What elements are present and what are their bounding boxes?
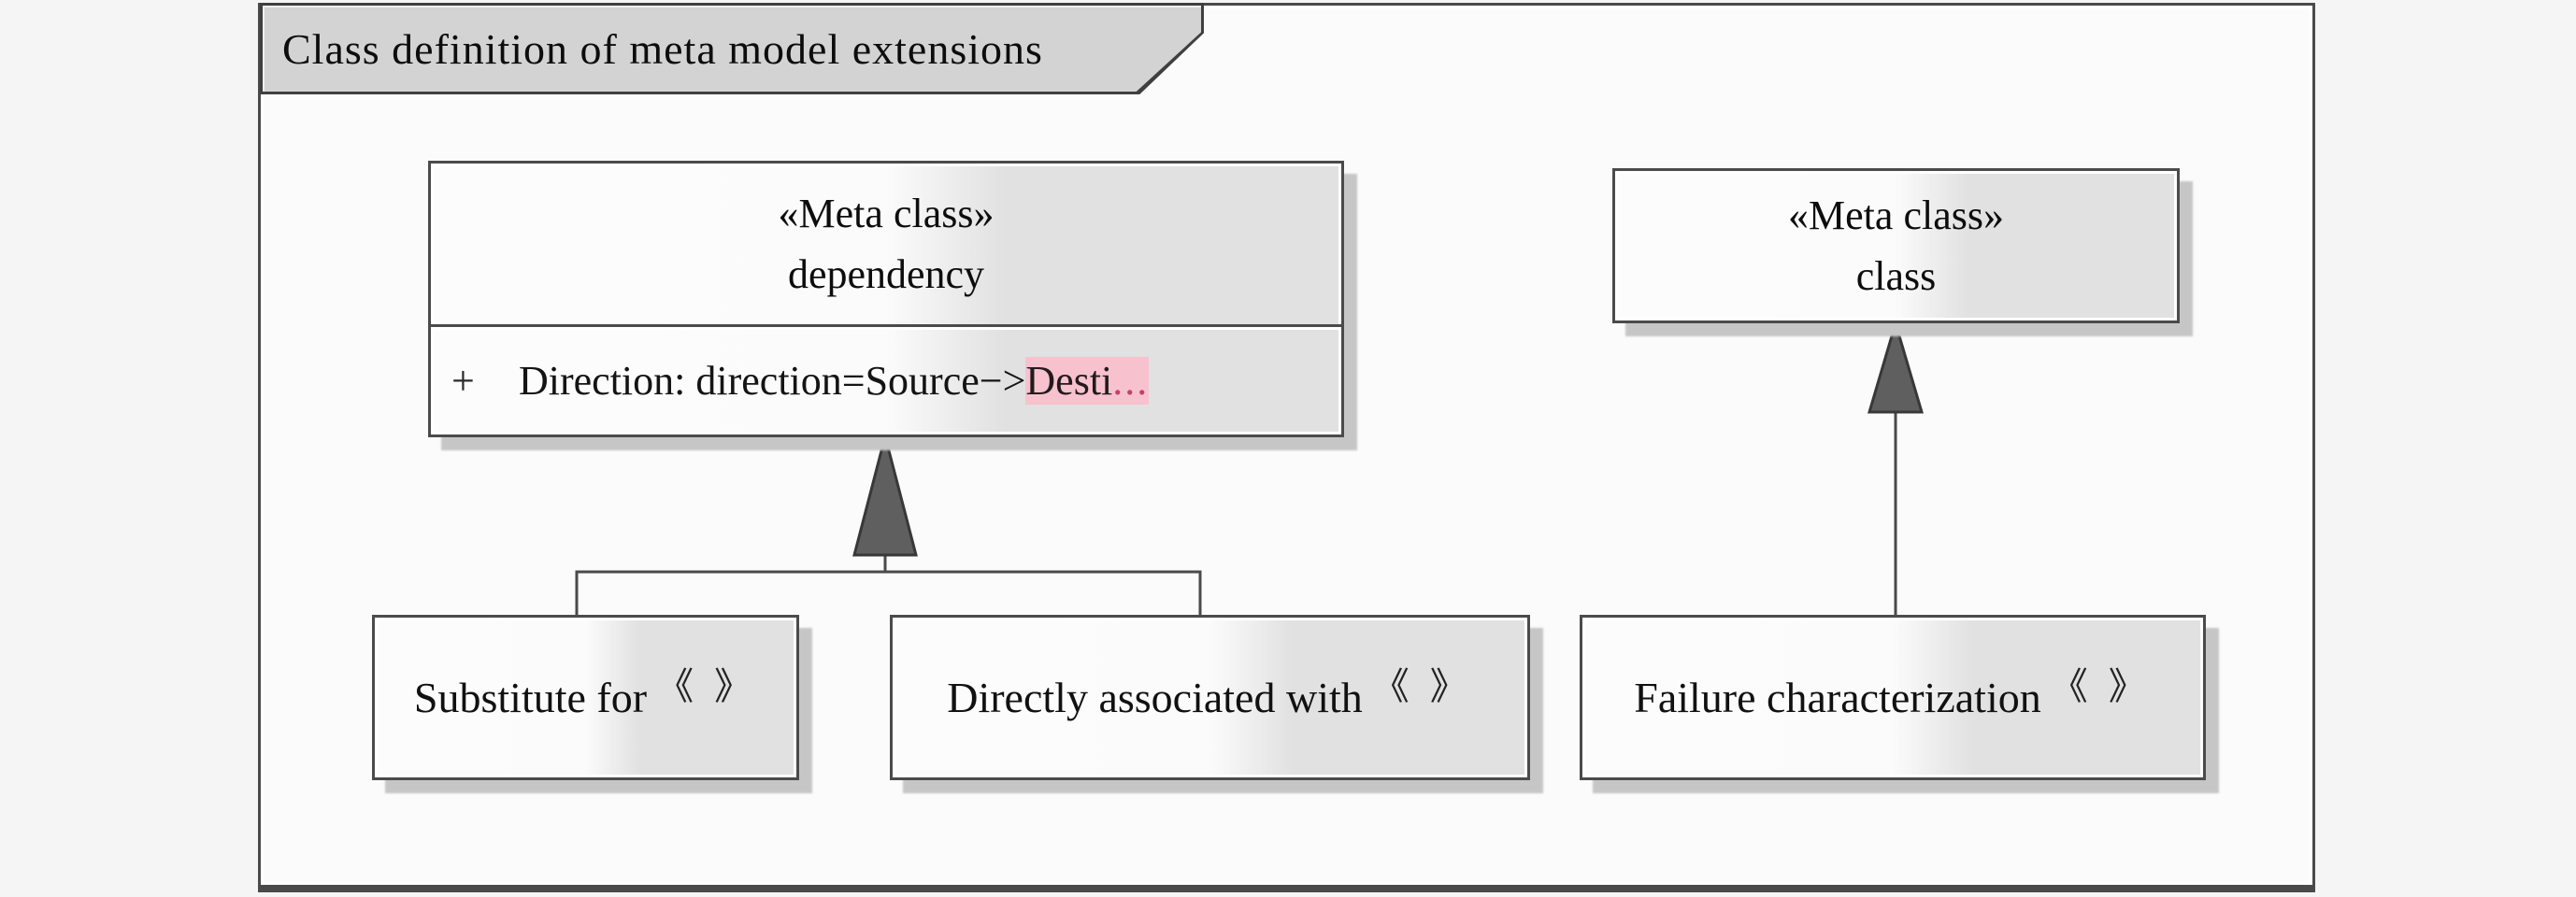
tree-connector-line xyxy=(575,570,1202,615)
dependency-stereotype: «Meta class» xyxy=(778,191,995,236)
directly-associated-label-row: Directly associated with《 》 xyxy=(893,618,1527,777)
attribute-truncated-text: Desti xyxy=(1025,357,1113,405)
dependency-name: dependency xyxy=(787,251,985,297)
class-node-directly-associated[interactable]: Directly associated with《 》 xyxy=(890,615,1530,780)
generalization-arrow-dependency xyxy=(852,431,918,557)
attribute-visibility: + xyxy=(451,358,475,404)
class-name-compartment: «Meta class» class xyxy=(1615,171,2177,320)
frame-title-tab[interactable]: Class definition of meta model extension… xyxy=(260,3,1204,94)
substitute-for-stereotype-mark: 《 》 xyxy=(656,664,758,707)
attribute-text: Direction: direction=Source−> xyxy=(519,358,1026,404)
failure-characterization-stereotype-mark: 《 》 xyxy=(2050,664,2152,707)
class-node-failure-characterization[interactable]: Failure characterization《 》 xyxy=(1580,615,2206,780)
directly-associated-stereotype-mark: 《 》 xyxy=(1371,664,1473,707)
directly-associated-label: Directly associated with xyxy=(947,674,1363,721)
failure-characterization-label: Failure characterization xyxy=(1634,674,2041,721)
substitute-for-label-row: Substitute for《 》 xyxy=(375,618,796,777)
class-node-substitute-for[interactable]: Substitute for《 》 xyxy=(372,615,799,780)
frame-title-tab-fill xyxy=(263,6,1201,92)
dependency-attribute-compartment: + Direction: direction=Source−> Desti... xyxy=(431,324,1341,434)
attribute-truncation-ellipsis: ... xyxy=(1112,357,1150,405)
class-node-dependency[interactable]: «Meta class» dependency + Direction: dire… xyxy=(428,161,1344,437)
substitute-for-label: Substitute for xyxy=(413,674,648,721)
generalization-arrow-class xyxy=(1867,318,1925,414)
class-name: class xyxy=(1855,253,1937,299)
diagram-title: Class definition of meta model extension… xyxy=(282,24,1043,73)
dependency-name-compartment: «Meta class» dependency xyxy=(431,164,1341,324)
class-node-class[interactable]: «Meta class» class xyxy=(1612,168,2180,323)
class-stereotype: «Meta class» xyxy=(1788,192,2004,238)
failure-characterization-label-row: Failure characterization《 》 xyxy=(1582,618,2203,777)
